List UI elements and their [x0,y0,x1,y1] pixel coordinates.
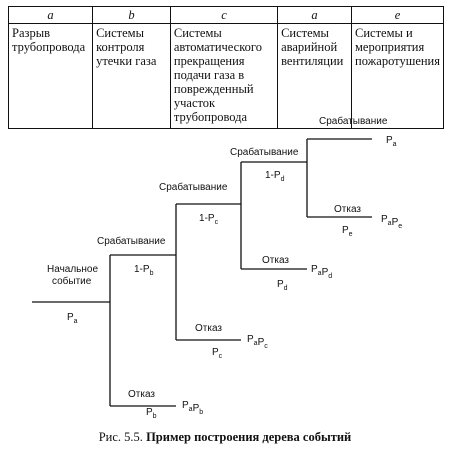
c-fail-probability: Pc [212,347,223,360]
caption-prefix: Рис. 5.5. [98,430,143,444]
e-fail-probability: Pe [342,225,353,238]
table-row: Разрыв трубопровода Системы контроля уте… [7,23,444,129]
start-event-label-line2: событие [52,275,92,287]
b-fail-probability: Pb [146,407,157,420]
tree-lines [32,138,372,407]
e-success-outcome: Pa [386,135,397,148]
e-success-label: Срабатывание [319,115,388,127]
c-success-label: Срабатывание [159,181,228,193]
e-fail-label: Отказ [334,204,361,215]
event-table: a b c a e Разрыв трубопровода Системы ко… [7,6,444,129]
table-cell: Системы и мероприятия пожаротушения [351,23,444,129]
table-cell: Системы аварийной вентиляции [277,23,352,129]
table-cell: Системы контроля утечки газа [92,23,171,129]
d-fail-probability: Pd [277,279,288,292]
table-cell: Разрыв трубопровода [7,23,94,129]
e-fail-outcome: PaPe [381,214,402,230]
d-success-probability: 1-Pd [265,170,285,183]
b-fail-label: Отказ [128,389,155,400]
table-header-row: a b c a e [7,6,444,24]
c-success-probability: 1-Pc [199,213,219,226]
figure-caption: Рис. 5.5. Пример построения дерева событ… [0,430,450,445]
b-success-probability: 1-Pb [134,264,154,277]
b-success-label: Срабатывание [97,235,166,247]
b-fail-outcome: PaPb [182,400,203,416]
d-fail-outcome: PaPd [311,264,332,280]
caption-title: Пример построения дерева событий [146,430,352,444]
d-fail-label: Отказ [262,255,289,266]
start-probability: Pa [67,312,78,325]
start-event-label-line1: Начальное [47,264,98,275]
d-success-label: Срабатывание [230,146,299,158]
c-fail-label: Отказ [195,323,222,334]
c-fail-outcome: PaPc [247,334,268,350]
table-cell: Системы автоматического прекращения пода… [169,23,279,129]
